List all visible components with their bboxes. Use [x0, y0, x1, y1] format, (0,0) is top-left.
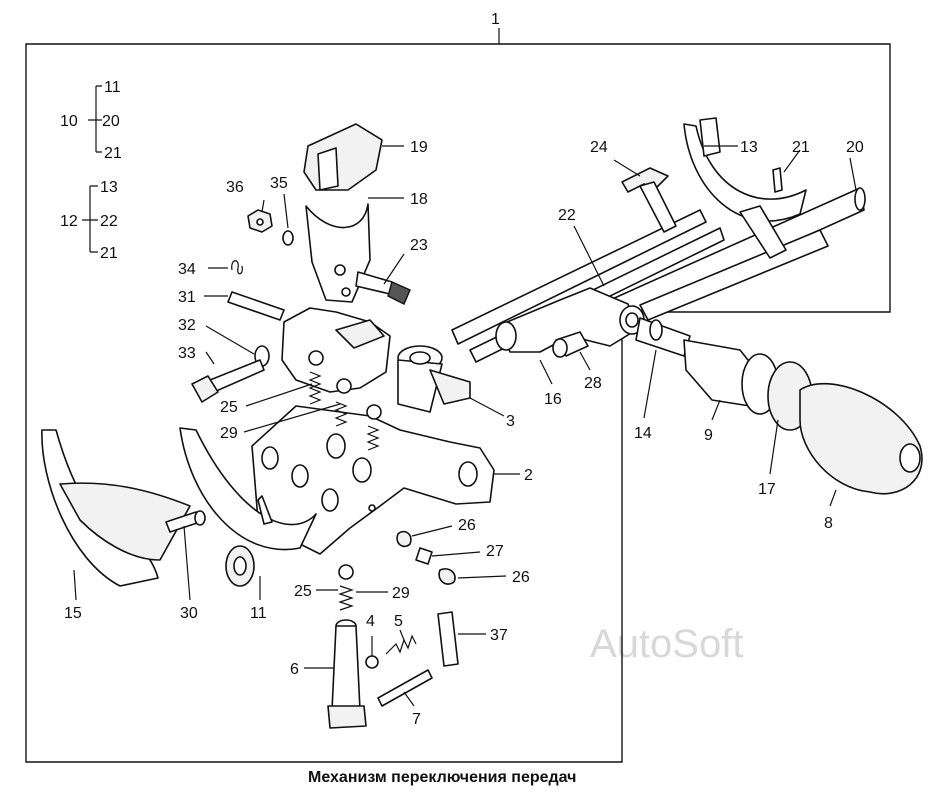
- label-1: 1: [491, 11, 500, 28]
- label-15: 15: [64, 605, 82, 622]
- pin-21: [772, 167, 783, 193]
- label-6: 6: [290, 661, 299, 678]
- label-16: 16: [544, 391, 562, 408]
- nut-36: [247, 209, 273, 233]
- label-10-sub-21: 21: [104, 145, 122, 162]
- shift-shaft-assembly: [635, 317, 923, 495]
- label-9: 9: [704, 427, 713, 444]
- label-24: 24: [590, 139, 608, 156]
- label-37: 37: [490, 627, 508, 644]
- ball-4: [365, 655, 379, 669]
- label-25-lower: 25: [294, 583, 312, 600]
- fork-24: [621, 167, 677, 233]
- washer-35: [282, 230, 294, 246]
- label-19: 19: [410, 139, 428, 156]
- ball-25-lower: [338, 564, 354, 580]
- fork-15: [41, 429, 191, 587]
- label-11: 11: [250, 605, 267, 622]
- label-8: 8: [824, 515, 833, 532]
- plate-18: [305, 203, 371, 303]
- label-31: 31: [178, 289, 196, 306]
- label-27: 27: [486, 543, 504, 560]
- leader-lines: [73, 85, 857, 707]
- label-26-upper: 26: [458, 517, 476, 534]
- label-5: 5: [394, 613, 403, 630]
- spring-29-lower: [338, 585, 354, 611]
- label-32: 32: [178, 317, 196, 334]
- bolt-28: [552, 331, 589, 358]
- label-25: 25: [220, 399, 238, 416]
- detent-parts: [396, 530, 456, 585]
- label-17: 17: [758, 481, 776, 498]
- screw-23: [355, 271, 411, 305]
- lever-19: [303, 123, 383, 191]
- springs-29: [308, 371, 380, 451]
- upper-bracket: [281, 307, 391, 393]
- bolt-33: [191, 359, 265, 403]
- label-21: 21: [792, 139, 810, 156]
- clip-34: [231, 260, 243, 275]
- label-2: 2: [524, 467, 533, 484]
- label-4: 4: [366, 613, 375, 630]
- label-12-sub-22: 22: [100, 213, 118, 230]
- label-3: 3: [506, 413, 515, 430]
- label-12-sub-21: 21: [100, 245, 118, 262]
- pin-7: [377, 669, 433, 707]
- pin-37: [437, 611, 459, 667]
- label-33: 33: [178, 345, 196, 362]
- diagram-caption: Механизм переключения передач: [308, 769, 576, 786]
- label-12-sub-13: 13: [100, 179, 118, 196]
- label-23: 23: [410, 237, 428, 254]
- label-35: 35: [270, 175, 288, 192]
- label-10-sub-20: 20: [102, 113, 120, 130]
- spring-5: [385, 634, 417, 655]
- label-13: 13: [740, 139, 758, 156]
- label-10-sub-11: 11: [104, 79, 121, 96]
- label-29-lower: 29: [392, 585, 410, 602]
- label-36: 36: [226, 179, 244, 196]
- rod-6: [327, 619, 367, 729]
- label-12: 12: [60, 213, 78, 230]
- label-20: 20: [846, 139, 864, 156]
- screw-30: [165, 510, 206, 533]
- label-34: 34: [178, 261, 196, 278]
- label-30: 30: [180, 605, 198, 622]
- fork-11: [179, 427, 317, 587]
- pin-31: [227, 291, 285, 321]
- label-14: 14: [634, 425, 652, 442]
- label-18: 18: [410, 191, 428, 208]
- label-28: 28: [584, 375, 602, 392]
- label-7: 7: [412, 711, 421, 728]
- label-22: 22: [558, 207, 576, 224]
- label-29: 29: [220, 425, 238, 442]
- part-labels: 1 10 11 20 21 12 13 22 21 36 35 19 18 23…: [60, 11, 864, 728]
- label-10: 10: [60, 113, 78, 130]
- cam-3: [397, 345, 471, 413]
- label-26-lower: 26: [512, 569, 530, 586]
- watermark: AutoSoft: [590, 622, 743, 666]
- balls-25: [308, 350, 382, 420]
